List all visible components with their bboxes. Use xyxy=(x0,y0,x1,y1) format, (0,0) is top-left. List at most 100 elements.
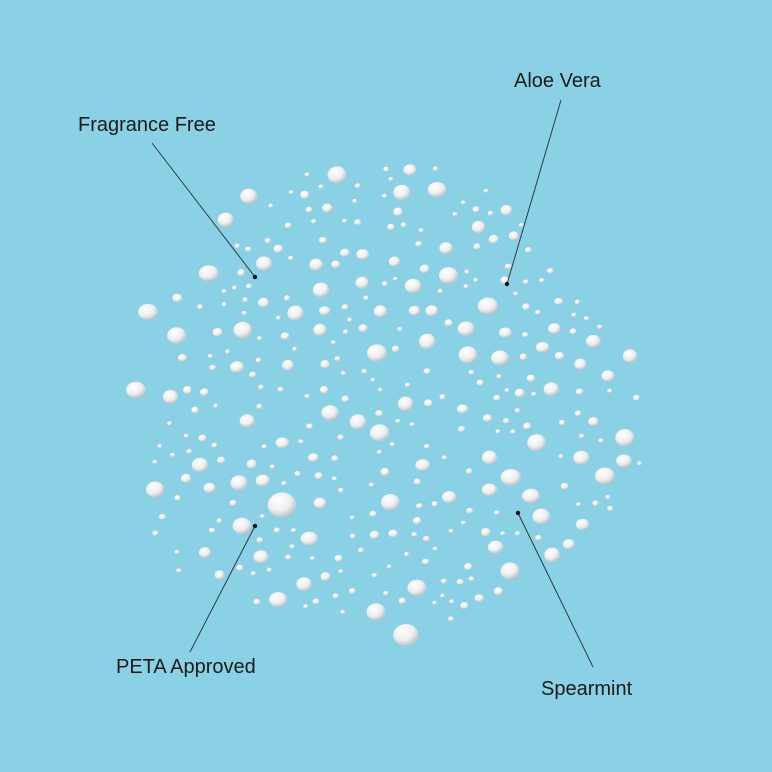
water-droplet xyxy=(352,198,358,204)
water-droplet xyxy=(300,531,318,546)
water-droplet xyxy=(449,599,455,604)
water-droplet xyxy=(191,406,199,414)
water-droplet xyxy=(416,503,423,509)
water-droplet xyxy=(423,368,431,375)
water-droplet xyxy=(422,558,430,565)
water-droplet xyxy=(562,539,575,550)
water-droplet xyxy=(569,328,577,335)
water-droplet xyxy=(425,305,439,317)
water-droplet xyxy=(350,533,356,539)
water-droplet xyxy=(616,454,632,468)
water-droplet xyxy=(246,459,257,469)
water-droplet xyxy=(487,540,504,554)
callout-label-aloe-vera: Aloe Vera xyxy=(514,70,601,92)
water-droplet xyxy=(172,293,183,303)
water-droplet xyxy=(363,295,369,301)
water-droplet xyxy=(340,609,346,615)
water-droplet xyxy=(403,164,417,176)
water-droplet xyxy=(367,344,387,362)
water-droplet xyxy=(522,303,530,311)
water-droplet xyxy=(305,206,313,213)
water-droplet xyxy=(523,279,529,285)
water-droplet xyxy=(255,474,270,487)
water-droplet xyxy=(198,434,207,442)
water-droplet xyxy=(586,334,601,348)
water-droplet xyxy=(146,481,165,498)
water-droplet xyxy=(242,297,248,303)
water-droplet xyxy=(460,200,466,205)
water-droplet xyxy=(493,394,501,401)
water-droplet xyxy=(285,554,292,560)
water-droplet xyxy=(174,495,181,501)
water-droplet xyxy=(358,547,364,553)
water-droplet xyxy=(575,388,584,395)
water-droplet xyxy=(548,323,561,335)
water-droplet xyxy=(500,531,506,536)
water-droplet xyxy=(461,520,466,525)
water-droplet xyxy=(386,564,392,569)
water-droplet xyxy=(246,283,252,289)
water-droplet xyxy=(361,368,367,374)
water-droplet xyxy=(437,288,443,294)
water-droplet xyxy=(389,442,395,447)
water-droplet xyxy=(483,188,489,193)
water-droplet xyxy=(334,554,343,562)
water-droplet xyxy=(439,394,446,400)
water-droplet xyxy=(308,453,319,463)
water-droplet xyxy=(458,346,478,364)
leader-line-fragrance-free xyxy=(151,142,256,278)
water-droplet xyxy=(463,284,469,289)
water-droplet xyxy=(261,444,267,449)
water-droplet xyxy=(482,414,492,422)
water-droplet xyxy=(253,598,261,605)
water-droplet xyxy=(380,467,390,476)
water-droplet xyxy=(183,433,189,438)
water-droplet xyxy=(255,357,262,363)
water-droplet xyxy=(240,188,258,204)
water-droplet xyxy=(170,452,175,457)
water-droplet xyxy=(404,551,409,557)
water-droplet xyxy=(311,219,317,224)
water-droplet xyxy=(487,210,494,216)
water-droplet xyxy=(495,429,501,434)
water-droplet xyxy=(366,603,386,621)
water-droplet xyxy=(288,255,294,261)
water-droplet xyxy=(338,569,344,574)
water-droplet xyxy=(496,374,502,379)
water-droplet xyxy=(418,228,424,233)
water-droplet xyxy=(176,568,182,573)
water-droplet xyxy=(236,564,244,571)
water-droplet xyxy=(287,305,304,321)
water-droplet xyxy=(376,449,382,455)
water-droplet xyxy=(491,350,509,366)
water-droplet xyxy=(334,356,341,362)
water-droplet xyxy=(514,388,525,398)
water-droplet xyxy=(234,243,240,249)
water-droplet xyxy=(574,299,580,305)
water-droplet xyxy=(554,352,565,360)
water-droplet xyxy=(310,556,315,561)
water-droplet xyxy=(597,324,603,330)
water-droplet xyxy=(296,577,312,592)
water-droplet xyxy=(291,528,297,533)
anchor-dot-peta-approved xyxy=(252,523,258,529)
water-droplet xyxy=(256,403,263,410)
anchor-dot-spearmint xyxy=(515,510,521,516)
water-droplet xyxy=(331,260,341,269)
water-droplet xyxy=(493,587,503,596)
anchor-dot-aloe-vera xyxy=(504,281,510,287)
water-droplet xyxy=(340,248,350,257)
water-droplet xyxy=(404,382,411,388)
water-droplet xyxy=(209,364,216,371)
water-droplet xyxy=(427,182,447,198)
water-droplet xyxy=(214,570,225,580)
water-droplet xyxy=(477,297,499,315)
water-droplet xyxy=(249,371,257,378)
water-droplet xyxy=(391,345,400,353)
water-droplet xyxy=(258,384,264,390)
water-droplet xyxy=(448,528,454,534)
water-droplet xyxy=(199,547,211,559)
water-droplet xyxy=(574,358,587,370)
water-droplet xyxy=(383,591,389,596)
